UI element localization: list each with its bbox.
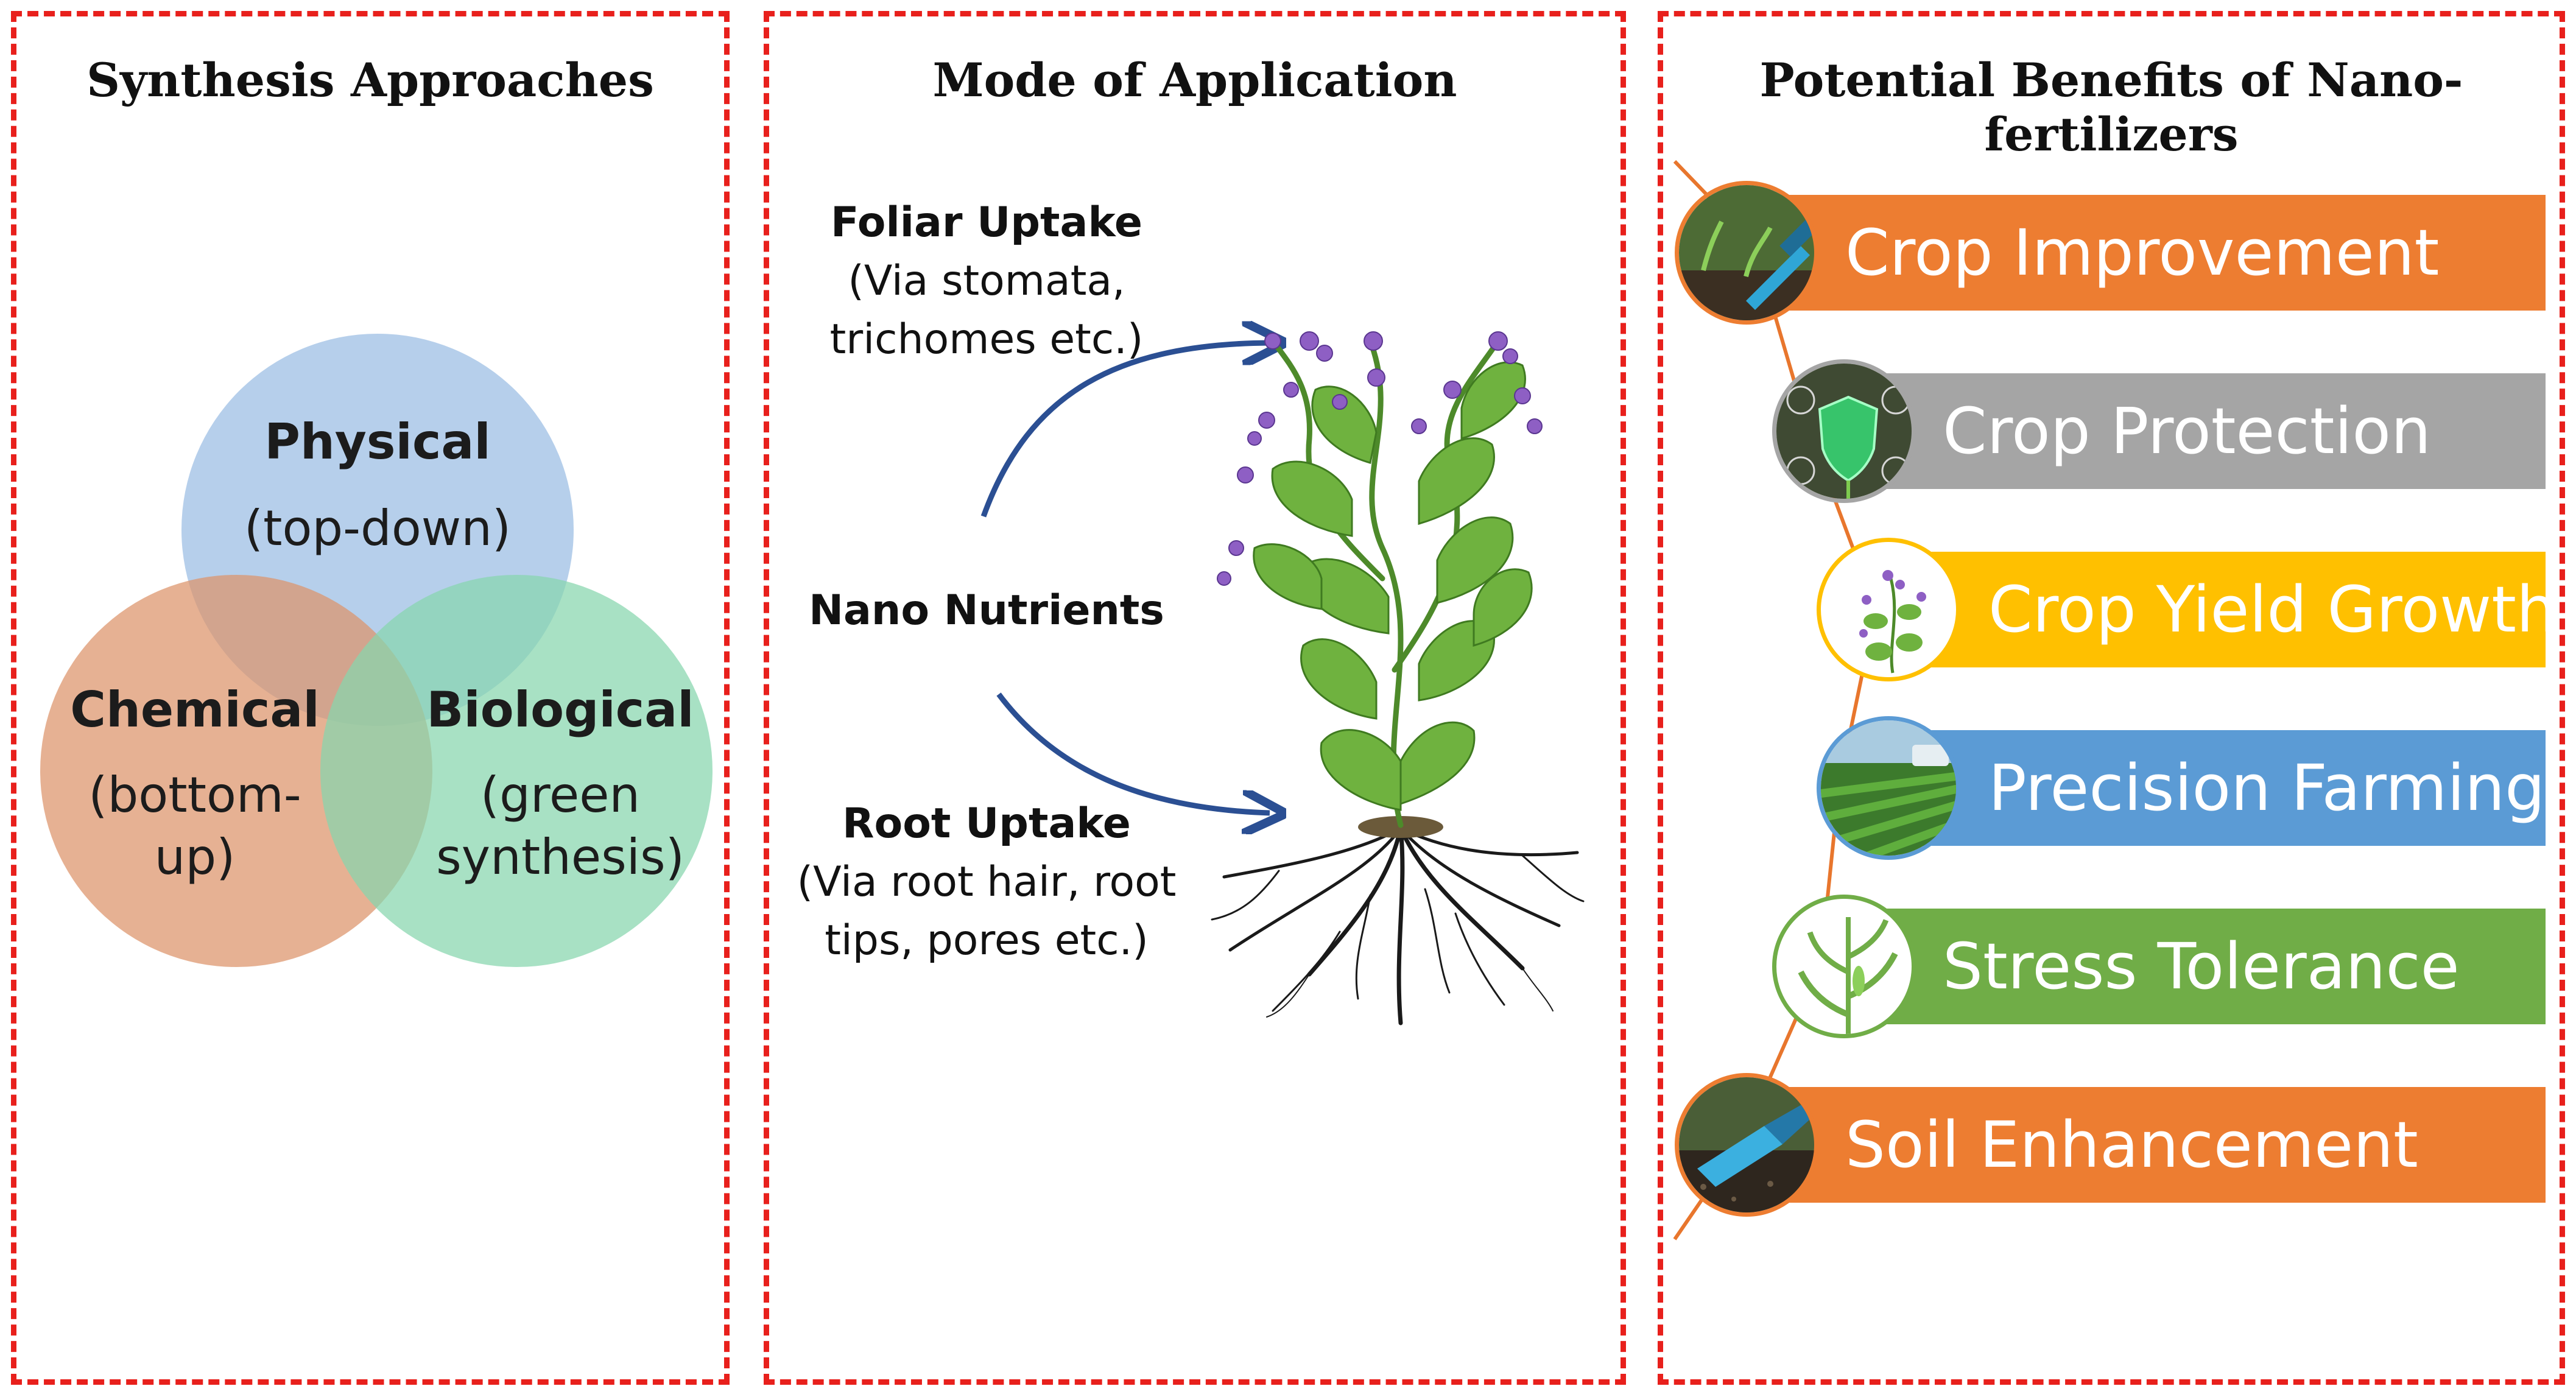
benefit-label-crop-yield-growth: Crop Yield Growth: [1988, 572, 2557, 647]
venn-circle-biological: [320, 575, 713, 967]
foliar-uptake-label: Foliar Uptake (Via stomata, trichomes et…: [779, 194, 1194, 369]
chemical-sub-2: up): [154, 829, 236, 885]
venn-label-chemical: Chemical (bottom- up): [55, 679, 335, 888]
stress-tolerance-art: [1798, 917, 1898, 1034]
crop-improvement-art: [1679, 185, 1814, 320]
mode-panel: Mode of Application: [764, 11, 1626, 1385]
benefit-label-crop-protection: Crop Protection: [1943, 394, 2431, 468]
soil-shovel-photo-icon: [1675, 1073, 1818, 1217]
nano-nutrients-label: Nano Nutrients: [779, 582, 1194, 640]
crop-rows-field-icon: [1817, 716, 1960, 860]
leaves: [1253, 361, 1533, 811]
biological-name: Biological: [426, 681, 694, 738]
root-uptake-label: Root Uptake (Via root hair, root tips, p…: [767, 795, 1206, 970]
foliar-line-1: (Via stomata,: [848, 257, 1125, 305]
root-line-2: tips, pores etc.): [825, 916, 1149, 965]
synthesis-panel: Synthesis Approaches: [11, 11, 730, 1385]
foliar-arrow: [980, 343, 1270, 518]
synthesis-title: Synthesis Approaches: [86, 53, 654, 107]
benefits-panel: Potential Benefits of Nano-fertilizers: [1658, 11, 2565, 1385]
flowers: [1217, 331, 1543, 586]
hand-tool-seedling-photo-icon: [1675, 181, 1818, 325]
shield-plant-icon: [1772, 359, 1916, 503]
crop-yield-art: [1859, 570, 1926, 674]
biological-sub-2: synthesis): [436, 829, 684, 885]
flowering-plant-icon: [1817, 538, 1960, 681]
benefit-label-stress-tolerance: Stress Tolerance: [1943, 929, 2460, 1004]
root-line-1: (Via root hair, root: [797, 858, 1177, 906]
soil-enhancement-art: [1679, 1077, 1814, 1212]
benefit-bar-precision-farming: Precision Farming: [1912, 730, 2546, 846]
benefit-bar-crop-protection: Crop Protection: [1867, 373, 2546, 489]
benefits-title: Potential Benefits of Nano-fertilizers: [1759, 53, 2463, 161]
benefit-label-precision-farming: Precision Farming: [1988, 751, 2546, 825]
venn-label-biological: Biological (green synthesis): [420, 679, 700, 888]
physical-name: Physical: [264, 413, 491, 470]
benefit-bar-crop-improvement: Crop Improvement: [1769, 195, 2546, 311]
foliar-line-2: trichomes etc.): [829, 315, 1144, 364]
venn-label-physical: Physical (top-down): [225, 411, 530, 560]
roots: [1211, 826, 1585, 1025]
benefit-bar-stress-tolerance: Stress Tolerance: [1867, 909, 2546, 1024]
benefit-label-crop-improvement: Crop Improvement: [1845, 216, 2440, 290]
mode-title: Mode of Application: [932, 53, 1457, 107]
venn-circle-chemical: [40, 575, 432, 967]
benefit-bar-soil-enhancement: Soil Enhancement: [1769, 1087, 2546, 1203]
foliar-heading: Foliar Uptake: [831, 199, 1142, 247]
chemical-sub-1: (bottom-: [88, 767, 301, 823]
root-heading: Root Uptake: [842, 800, 1131, 848]
precision-farming-art: [1821, 720, 1956, 856]
biological-sub-1: (green: [480, 767, 641, 823]
root-arrow: [996, 692, 1270, 813]
benefit-label-soil-enhancement: Soil Enhancement: [1845, 1108, 2418, 1182]
nano-nutrients-text: Nano Nutrients: [809, 586, 1164, 635]
crop-protection-art: [1776, 364, 1912, 499]
benefit-bar-crop-yield-growth: Crop Yield Growth: [1912, 552, 2557, 667]
chemical-name: Chemical: [70, 681, 320, 738]
physical-sub: (top-down): [244, 500, 512, 557]
corn-plant-icon: [1772, 895, 1916, 1038]
